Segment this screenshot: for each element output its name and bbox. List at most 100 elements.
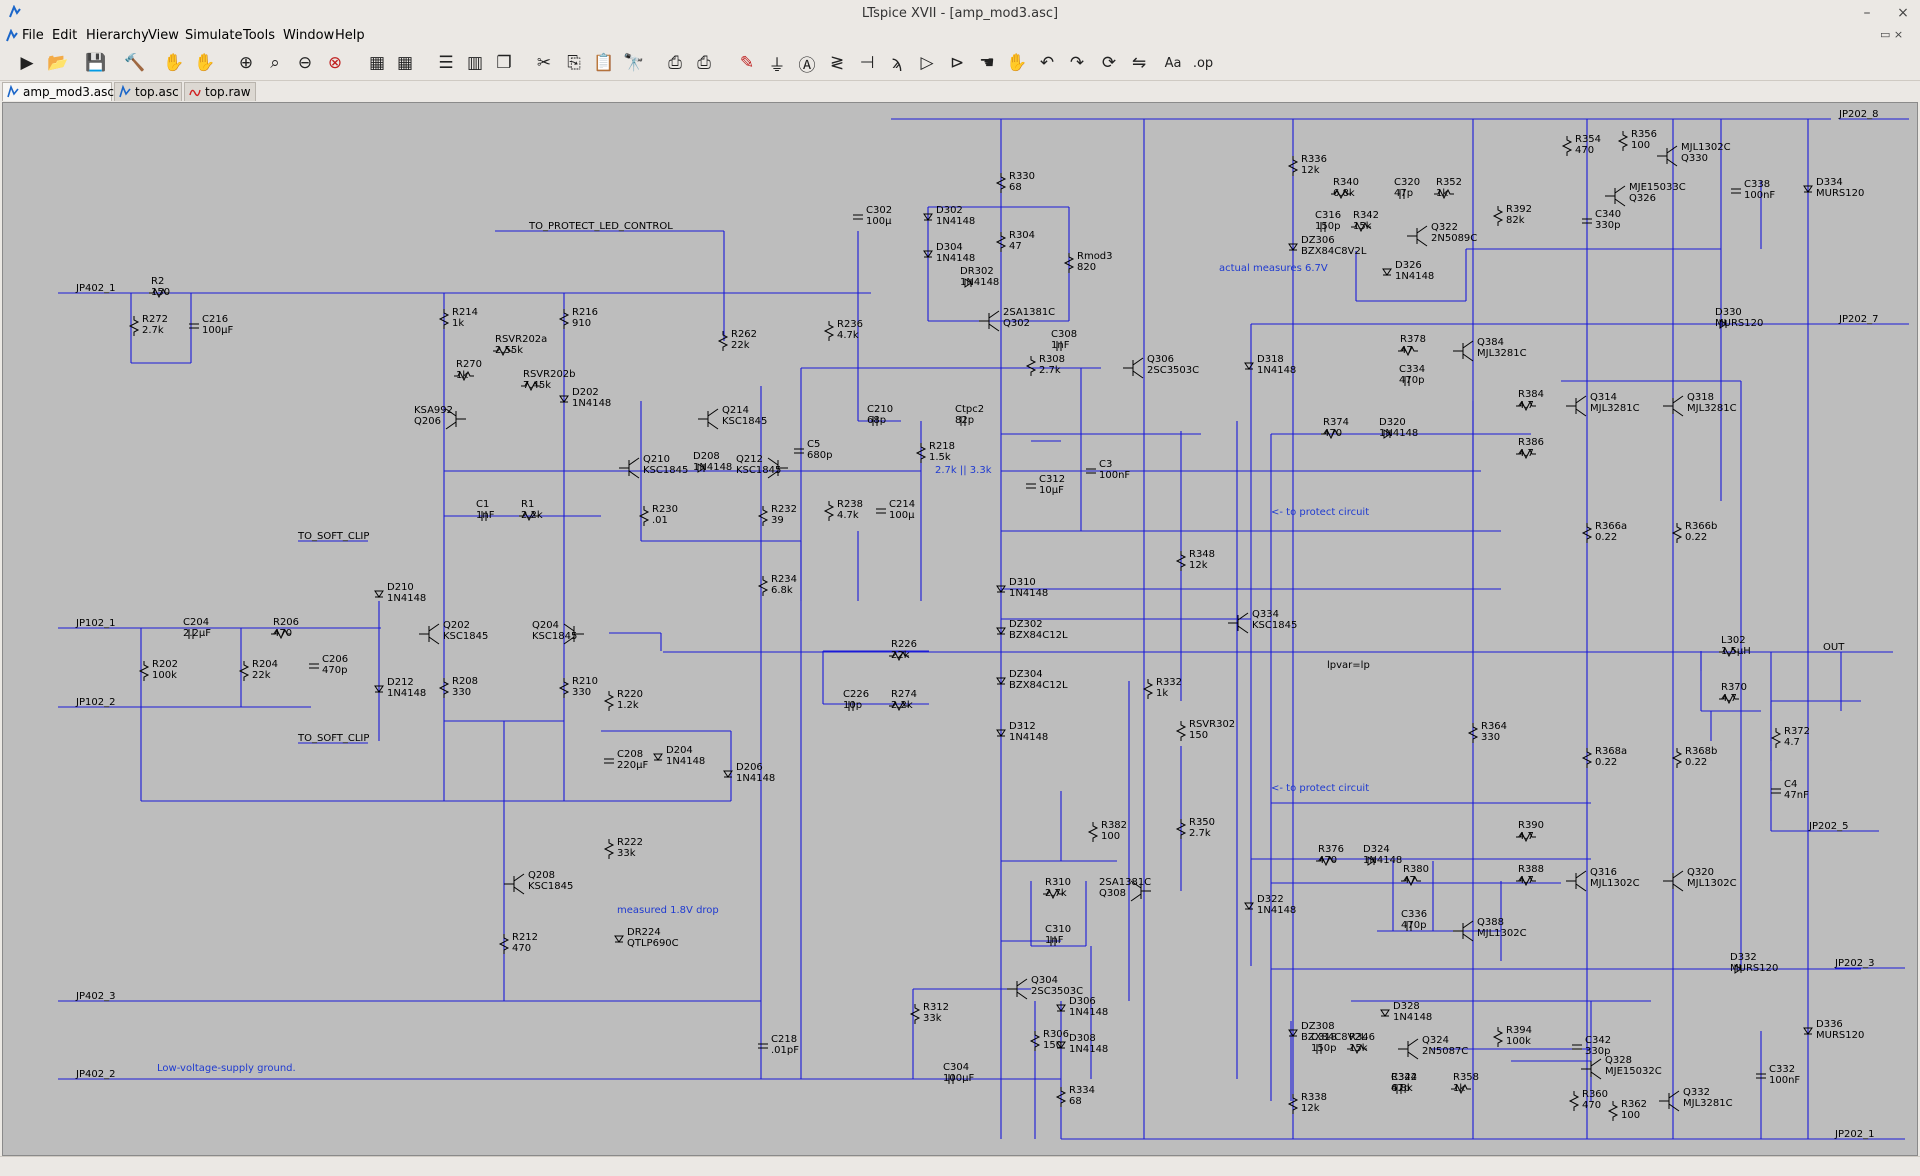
resistor-symbol[interactable] — [1331, 188, 1351, 200]
menu-window[interactable]: Window — [283, 28, 335, 43]
resistor-symbol[interactable] — [717, 331, 729, 351]
capacitor-symbol[interactable] — [1316, 1044, 1322, 1054]
transistor-symbol[interactable] — [1659, 1090, 1680, 1112]
capacitor-symbol[interactable] — [309, 663, 319, 669]
transistor-symbol[interactable] — [1663, 870, 1684, 892]
resistor-symbol[interactable] — [1719, 693, 1739, 705]
redo-icon[interactable]: ↷ — [1069, 53, 1085, 73]
move-icon[interactable]: ☚ — [979, 53, 995, 73]
transistor-symbol[interactable] — [619, 457, 640, 479]
capacitor-symbol[interactable] — [604, 758, 614, 764]
diode-symbol[interactable] — [964, 278, 972, 288]
diode-symbol[interactable] — [1383, 429, 1391, 439]
diode-symbol[interactable] — [374, 685, 384, 693]
diode-symbol[interactable] — [1734, 964, 1742, 974]
resistor-symbol[interactable] — [1492, 206, 1504, 226]
capacitor-symbol[interactable] — [948, 1074, 954, 1084]
open-icon[interactable]: 📂 — [47, 53, 69, 73]
capacitor-symbol[interactable] — [794, 448, 804, 454]
capacitor-symbol[interactable] — [1404, 376, 1410, 386]
resistor-symbol[interactable] — [1671, 748, 1683, 768]
tile-horizontal-icon[interactable]: ☰ — [438, 53, 454, 73]
zoom-in-icon[interactable]: ⊕ — [238, 53, 254, 73]
resistor-symbol[interactable] — [889, 700, 909, 712]
capacitor-symbol[interactable] — [1086, 468, 1096, 474]
diode-symbol[interactable] — [559, 395, 569, 403]
diode-symbol[interactable] — [1382, 268, 1392, 276]
mirror-icon[interactable]: ⇋ — [1131, 53, 1147, 73]
capacitor-symbol[interactable] — [481, 511, 487, 521]
diode-symbol[interactable] — [1288, 243, 1298, 251]
autorange-icon[interactable]: ▦ — [368, 53, 386, 73]
net-label[interactable]: JP202_8 — [1838, 109, 1878, 120]
ground-icon[interactable]: ⏚ — [768, 55, 786, 76]
diode-symbol[interactable] — [1056, 1041, 1066, 1049]
close-button[interactable]: × — [1897, 5, 1909, 21]
diode-symbol[interactable] — [1056, 1004, 1066, 1012]
find-icon[interactable]: 🔭 — [623, 53, 645, 73]
capacitor-symbol[interactable] — [1406, 921, 1412, 931]
resistor-symbol[interactable] — [638, 506, 650, 526]
resistor-symbol[interactable] — [1617, 131, 1629, 151]
copy-icon[interactable]: ⎘ — [567, 53, 581, 73]
halt-icon[interactable]: ✋ — [163, 53, 185, 73]
transistor-symbol[interactable] — [1130, 880, 1151, 902]
resistor-symbol[interactable] — [1451, 1083, 1471, 1095]
run-icon[interactable]: ▶ — [20, 53, 34, 73]
transistor-symbol[interactable] — [1407, 225, 1428, 247]
diode-symbol[interactable] — [923, 250, 933, 258]
print-icon[interactable]: ⎙ — [668, 53, 682, 73]
capacitor-symbol[interactable] — [1572, 1044, 1582, 1050]
resistor-symbol[interactable] — [1316, 855, 1336, 867]
diode-icon[interactable]: ▷ — [920, 53, 934, 73]
diode-symbol[interactable] — [653, 753, 663, 761]
component-icon[interactable]: ⊳ — [949, 53, 965, 73]
net-label[interactable]: TO_PROTECT_LED_CONTROL — [528, 221, 673, 232]
capacitor-symbol[interactable] — [853, 214, 863, 220]
diode-symbol[interactable] — [923, 213, 933, 221]
resistor-symbol[interactable] — [1516, 875, 1536, 887]
transistor-symbol[interactable] — [1228, 612, 1249, 634]
resistor-symbol[interactable] — [909, 1004, 921, 1024]
transistor-symbol[interactable] — [419, 623, 440, 645]
resistor-symbol[interactable] — [1025, 356, 1037, 376]
resistor-symbol[interactable] — [438, 678, 450, 698]
spice-directive-icon[interactable]: .op — [1192, 55, 1214, 71]
diode-symbol[interactable] — [1244, 902, 1254, 910]
resistor-symbol[interactable] — [1175, 819, 1187, 839]
resistor-symbol[interactable] — [271, 628, 291, 640]
net-label[interactable]: JP402_1 — [75, 283, 115, 294]
resistor-symbol[interactable] — [1581, 748, 1593, 768]
diode-symbol[interactable] — [1719, 319, 1727, 329]
resistor-symbol[interactable] — [1175, 721, 1187, 741]
capacitor-symbol[interactable] — [1399, 189, 1405, 199]
resistor-symbol[interactable] — [915, 443, 927, 463]
transistor-symbol[interactable] — [1657, 145, 1678, 167]
diode-symbol[interactable] — [1803, 185, 1813, 193]
resistor-symbol[interactable] — [1671, 523, 1683, 543]
resistor-symbol[interactable] — [1516, 831, 1536, 843]
resistor-symbol[interactable] — [1401, 875, 1421, 887]
menu-edit[interactable]: Edit — [52, 28, 78, 43]
transistor-symbol[interactable] — [698, 408, 719, 430]
tab-top-raw[interactable]: top.raw — [184, 82, 256, 101]
resistor-symbol[interactable] — [558, 678, 570, 698]
diode-symbol[interactable] — [697, 463, 705, 473]
diode-symbol[interactable] — [374, 590, 384, 598]
capacitor-symbol[interactable] — [758, 1043, 768, 1049]
net-label[interactable]: JP402_2 — [75, 1069, 115, 1080]
zoom-out-icon[interactable]: ⊖ — [297, 53, 313, 73]
save-icon[interactable]: 💾 — [85, 53, 107, 73]
menu-simulate[interactable]: Simulate — [185, 28, 243, 43]
transistor-symbol[interactable] — [979, 310, 1000, 332]
transistor-symbol[interactable] — [767, 457, 788, 479]
transistor-symbol[interactable] — [1566, 395, 1587, 417]
capacitor-symbol[interactable] — [188, 629, 194, 639]
resistor-symbol[interactable] — [128, 316, 140, 336]
resistor-symbol[interactable] — [558, 309, 570, 329]
capacitor-icon[interactable]: ⊣ — [859, 53, 875, 73]
diode-symbol[interactable] — [723, 770, 733, 778]
schematic-drawing[interactable]: R2150R2722.7kC216100µFR2141kRSVR202a2.55… — [3, 103, 1917, 1155]
diode-symbol[interactable] — [996, 585, 1006, 593]
menu-help[interactable]: Help — [335, 28, 365, 43]
